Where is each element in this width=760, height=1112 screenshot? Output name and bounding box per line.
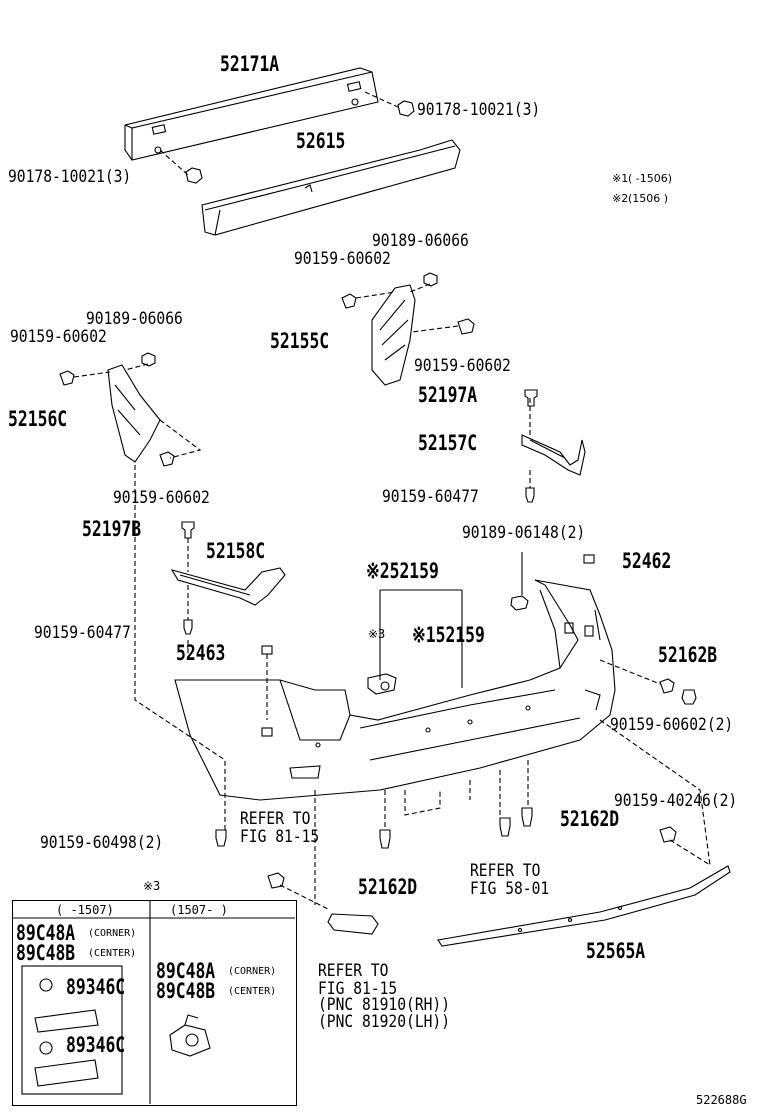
label-90189-06148: 90189-06148(2) [462,523,586,543]
clip-52197B [181,521,195,539]
label-52462: 52462 [622,549,672,573]
inset-89346C-2: 89346C [66,1033,126,1057]
clip-52162D-right [521,807,533,827]
label-90189-06066-b: 90189-06066 [86,309,183,329]
ref-58-01-line2: FIG 58-01 [470,879,550,899]
label-52159-b-mark: ※3 [368,627,386,641]
screw-90159-60498 [215,829,227,847]
label-52197A: 52197A [418,383,478,407]
label-52158C: 52158C [206,539,266,563]
ref-pnc-rh: (PNC 81910(RH)) [318,995,451,1015]
inset-89346C-1: 89346C [66,975,126,999]
label-52171A: 52171A [220,52,280,76]
label-90178-right: 90178-10021(3) [417,100,541,120]
note-1-range: ( -1506) [628,172,673,185]
label-52159-b: ※152159 [412,623,485,647]
label-90159-60602-c: 90159-60602 [10,327,107,347]
part-52155C-bracket [371,284,416,386]
ref-81-15-bottom-line1: REFER TO [318,961,389,981]
ref-58-01-line1: REFER TO [470,861,541,881]
clip-52197A [524,389,538,407]
clip-52162D-center [379,829,391,849]
label-52197B: 52197B [82,517,142,541]
label-90159-60498: 90159-60498(2) [40,833,164,853]
bracket-52162B [681,689,697,705]
clip-90189-06148 [510,595,529,611]
molding-52565A [437,865,731,947]
part-52156C-bracket [107,364,161,463]
label-90159-40246: 90159-40246(2) [614,791,738,811]
bolt-90159-60602-2 [659,678,675,694]
label-90159-60602-a: 90159-60602 [294,249,391,269]
inset-89C48B-1-note: (CENTER) [88,948,137,959]
screw-90159-60477-r [525,487,535,503]
nut-90178-left [185,167,203,184]
inset-col1-header: ( -1507) [56,903,114,917]
screw-81-15 [267,872,285,889]
ref-pnc-lh: (PNC 81920(LH)) [318,1012,451,1032]
bumper-cover-rear [174,579,616,801]
sensor-52159 [367,673,397,695]
inset-artwork [12,900,295,1104]
inset-89C48A-2-note: (CORNER) [228,966,277,977]
bolt-90159-60602-b [457,318,475,335]
label-90159-60477-l: 90159-60477 [34,623,131,643]
label-90159-60602-d: 90159-60602 [113,488,210,508]
bolt-90159-60602-a [341,293,357,309]
label-90159-60602-b: 90159-60602 [414,356,511,376]
label-52162D-center: 52162D [358,875,418,899]
label-52155C: 52155C [270,329,330,353]
inset-col2-header: (1507- ) [170,903,228,917]
nut-90189-06066-b [141,352,156,367]
inset-box [12,900,297,1106]
part-52157C-retainer [521,434,586,476]
screw-90159-40246 [659,826,677,843]
label-90189-06066-a: 90189-06066 [372,231,469,251]
ref-81-15-top-line2: FIG 81-15 [240,827,320,847]
note-2-mark: ※2 [612,192,629,205]
label-52159-a: ※252159 [366,559,439,583]
note-1-mark: ※1 [612,172,629,185]
pad-52462 [583,554,595,564]
nut-90178-right [397,100,415,117]
inset-89C48A-1: 89C48A [16,921,76,945]
ref-81-15-top-line1: REFER TO [240,809,311,829]
label-52156C: 52156C [8,407,68,431]
bolt-90159-60602-c [59,370,75,386]
label-52162B: 52162B [658,643,718,667]
inset-mark: ※3 [143,879,161,893]
label-90159-60477-r: 90159-60477 [382,487,479,507]
inset-89C48B-2-note: (CENTER) [228,986,277,997]
part-52615-absorber [201,139,461,236]
nut-90189-06066-a [423,272,438,287]
note-2-range: (1506 ) [628,192,669,205]
inset-89C48B-1: 89C48B [16,941,76,965]
pad-52463 [261,645,273,655]
label-52463: 52463 [176,641,226,665]
label-52162D-right: 52162D [560,807,620,831]
inset-89C48A-2: 89C48A [156,959,216,983]
reflector-81910-81920 [327,913,379,935]
diagram-code: 522688G [696,1093,747,1107]
screw-90159-60477-l [183,619,193,635]
bolt-90159-60602-d [159,451,175,467]
inset-89C48B-2: 89C48B [156,979,216,1003]
inset-89C48A-1-note: (CORNER) [88,928,137,939]
label-90159-60602-2: 90159-60602(2) [610,715,734,735]
screw-58-01 [499,817,511,837]
label-52157C: 52157C [418,431,478,455]
part-52171A-reinforcement [124,67,379,161]
part-52158C-retainer [170,567,286,606]
label-90178-left: 90178-10021(3) [8,167,132,187]
label-52615: 52615 [296,129,346,153]
ref-81-15-bottom-line2: FIG 81-15 [318,979,398,999]
label-52565A: 52565A [586,939,646,963]
